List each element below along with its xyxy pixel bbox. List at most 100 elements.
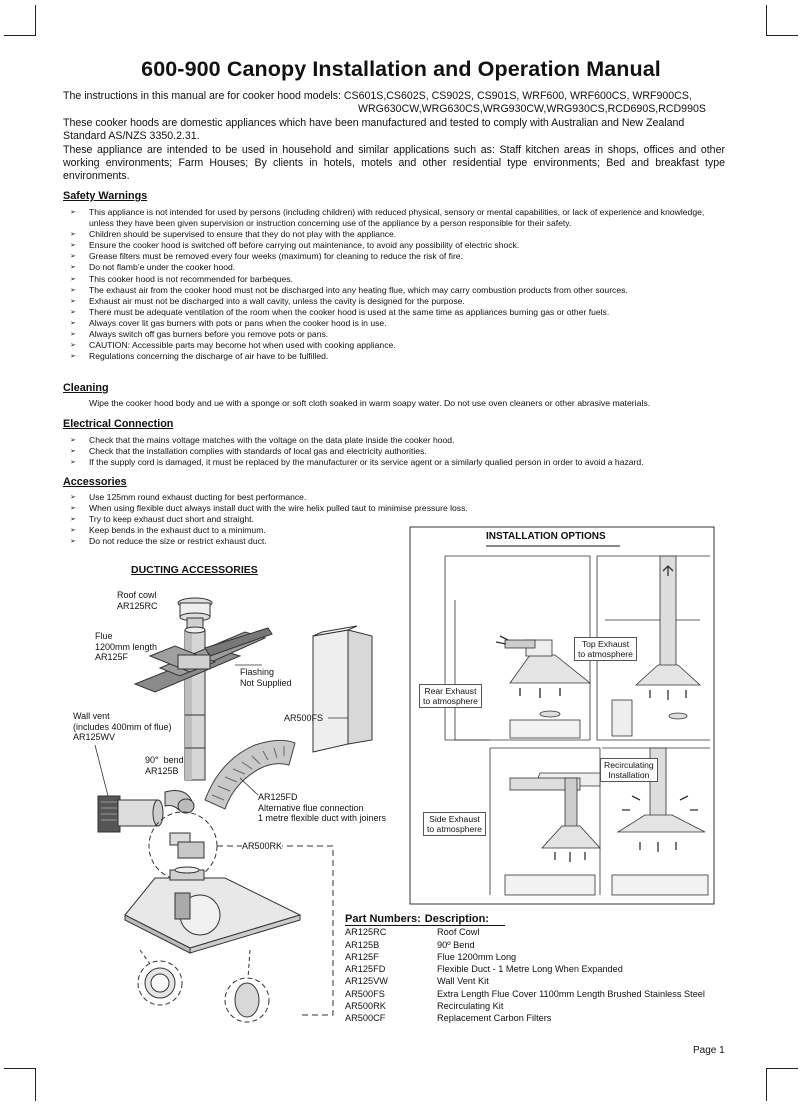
list-item-text: This cooker hood is not recommended for …: [89, 273, 293, 284]
installation-heading: INSTALLATION OPTIONS: [486, 531, 606, 542]
crop-mark: [4, 35, 36, 36]
arrow-icon: ➢: [70, 459, 76, 467]
side-exhaust-label: Side Exhaust to atmosphere: [423, 812, 486, 836]
table-row: AR125F Flue 1200mm Long: [345, 951, 705, 963]
safety-list: ➢This appliance is not intended for used…: [70, 207, 722, 362]
list-item: ➢Try to keep exhaust duct short and stra…: [70, 514, 510, 525]
ducting-heading: DUCTING ACCESSORIES: [131, 564, 258, 576]
crop-mark: [766, 1068, 798, 1069]
list-item-text: Keep bends in the exhaust duct to a mini…: [89, 525, 266, 536]
list-item: ➢ Do not flamb’e under the cooker hood.: [70, 262, 722, 273]
cleaning-text: Wipe the cooker hood body and ue with a …: [89, 398, 651, 408]
parts-header-desc: Description:: [424, 913, 489, 925]
wall-vent-label: Wall vent (includes 400mm of flue) AR125…: [73, 711, 172, 743]
arrow-icon: ➢: [70, 505, 76, 513]
list-item: ➢ This cooker hood is not recommended for…: [70, 274, 722, 285]
flue-cover-icon: [312, 625, 373, 753]
part-desc: Roof Cowl: [437, 927, 480, 938]
roof-cowl-icon: [177, 597, 213, 637]
list-item-text: CAUTION: Accessible parts may become hot…: [89, 340, 396, 351]
arrow-icon: ➢: [70, 297, 76, 305]
list-item-text: Grease filters must be removed every fou…: [89, 251, 463, 262]
recirculating-label: Recirculating Installation: [600, 758, 658, 782]
page-title: 600-900 Canopy Installation and Operatio…: [141, 57, 661, 81]
list-item-text: Always cover lit gas burners with pots o…: [89, 317, 387, 328]
recirculating-kit-icon: [124, 811, 334, 1023]
arrow-icon: ➢: [70, 308, 76, 316]
list-item: ➢Children should be supervised to ensure…: [70, 229, 722, 240]
installation-panel: [409, 526, 715, 905]
part-desc: Flue 1200mm Long: [437, 951, 517, 962]
table-row: AR500RK Recirculating Kit: [345, 1000, 705, 1012]
list-item-text: When using flexible duct always install …: [89, 503, 468, 514]
arrow-icon: ➢: [70, 538, 76, 546]
list-item: ➢Exhaust air must not be discharged into…: [70, 296, 722, 307]
list-item-text: Check that the installation complies wit…: [89, 446, 427, 457]
flue-label: Flue 1200mm length AR125F: [95, 631, 158, 663]
arrow-icon: ➢: [70, 209, 76, 216]
part-code: AR125VW: [345, 976, 388, 987]
list-item: ➢ Check that the installation complies wi…: [70, 446, 722, 457]
part-code: AR125F: [345, 951, 379, 962]
list-item: ➢There must be adequate ventilation of t…: [70, 307, 722, 318]
arrow-icon: ➢: [70, 353, 76, 361]
arrow-icon: ➢: [70, 448, 76, 456]
list-item: ➢ Regulations concerning the discharge of…: [70, 351, 722, 362]
part-code: AR500FS: [345, 988, 385, 999]
arrow-icon: ➢: [70, 319, 76, 327]
part-code: AR125RC: [345, 927, 387, 938]
arrow-icon: ➢: [70, 527, 76, 535]
arrow-icon: ➢: [70, 242, 76, 250]
crop-mark: [766, 5, 767, 36]
leader-line: [94, 744, 109, 797]
part-code: AR500RK: [345, 1001, 386, 1012]
flex-duct-label: AR125FD Alternative flue connection 1 me…: [258, 792, 387, 824]
rear-exhaust-label: Rear Exhaust to atmosphere: [419, 684, 482, 708]
models-line-2: WRG630CW,WRG630CS,WRG930CW,WRG930CS,RCD6…: [358, 103, 706, 115]
flue-icon: [184, 626, 206, 781]
side-exhaust-diagram: [489, 747, 601, 896]
list-item: ➢ Ensure the cooker hood is switched off …: [70, 240, 722, 251]
crop-mark: [35, 1068, 36, 1101]
arrow-icon: ➢: [70, 264, 76, 272]
part-desc: Recirculating Kit: [437, 1001, 504, 1012]
table-row: AR125RC Roof Cowl: [345, 926, 705, 938]
parts-header: Part Numbers: Description:: [345, 913, 505, 927]
arrow-icon: ➢: [70, 275, 76, 283]
list-item-text: Ensure the cooker hood is switched off b…: [89, 240, 520, 251]
arrow-icon: ➢: [70, 286, 76, 294]
list-item: ➢Do not reduce the size or restrict exha…: [70, 536, 510, 547]
arrow-icon: ➢: [70, 231, 76, 239]
arrow-icon: ➢: [70, 494, 76, 501]
list-item-text: If the supply cord is damaged, it must b…: [89, 457, 644, 468]
list-item: ➢Grease filters must be removed every fo…: [70, 251, 722, 262]
bend-icon: [164, 790, 195, 814]
electrical-list: ➢Check that the mains voltage matches wi…: [70, 435, 722, 468]
list-item: ➢ Keep bends in the exhaust duct to a min…: [70, 525, 510, 536]
page-number: Page 1: [693, 1045, 725, 1056]
list-item: ➢Check that the mains voltage matches wi…: [70, 435, 722, 446]
parts-table: Part Numbers: Description: AR125RC Roof C…: [345, 913, 705, 1025]
part-desc: 90º Bend: [437, 939, 475, 950]
bend-label: 90° bend AR125B: [145, 755, 184, 776]
crop-mark: [766, 35, 798, 36]
part-code: AR500CF: [345, 1013, 386, 1024]
list-item-text: Use 125mm round exhaust ducting for best…: [89, 492, 307, 502]
list-item: ➢This appliance is not intended for used…: [70, 207, 722, 229]
list-item-text: Regulations concerning the discharge of …: [89, 351, 329, 362]
ar500rk-label: AR500RK: [242, 841, 283, 852]
parts-header-code: Part Numbers:: [345, 913, 421, 925]
roof-cowl-label: Roof cowl AR125RC: [117, 590, 158, 611]
accessories-list: ➢ Use 125mm round exhaust ducting for bes…: [70, 492, 510, 547]
safety-heading: Safety Warnings: [63, 190, 148, 202]
part-code: AR125FD: [345, 964, 386, 975]
list-item-text: Do not flamb’e under the cooker hood.: [89, 262, 236, 273]
use-text: These appliance are intended to be used …: [63, 144, 725, 183]
rear-exhaust-diagram: [444, 555, 592, 741]
list-item-text: Try to keep exhaust duct short and strai…: [89, 514, 254, 525]
